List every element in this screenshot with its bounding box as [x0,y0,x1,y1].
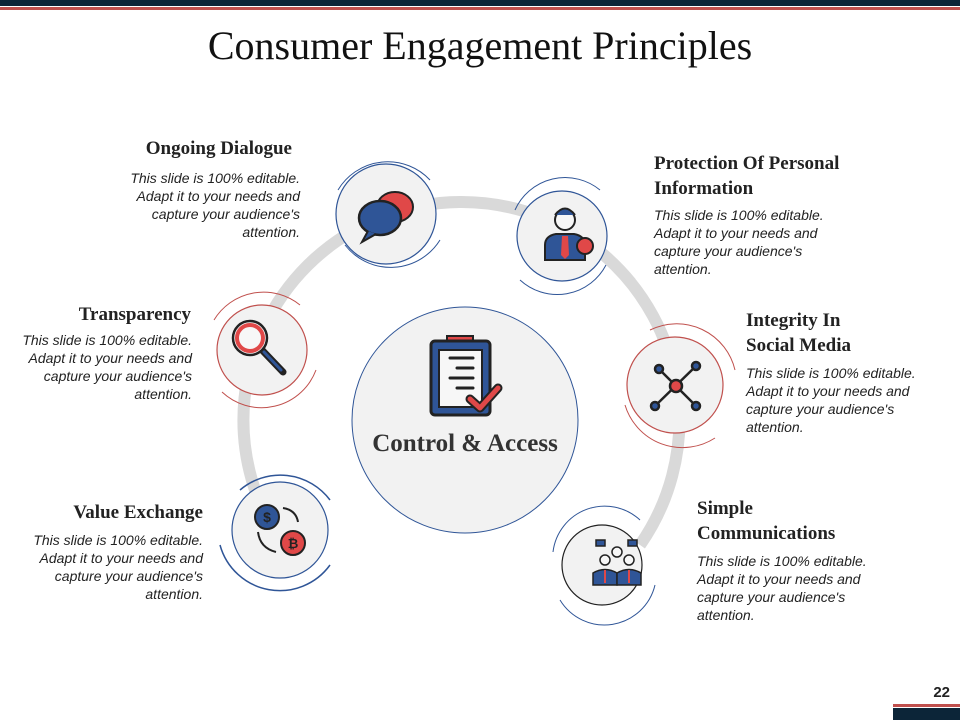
node-transparency [213,291,317,409]
desc-ongoing-dialogue: This slide is 100% editable. Adapt it to… [130,170,300,240]
center-circle [351,306,579,534]
top-bar [0,0,960,6]
svg-text:₿: ₿ [288,536,299,551]
heading-transparency: Transparency [78,304,191,325]
network-icon [649,360,702,412]
desc-simple-communications: This slide is 100% editable. Adapt it to… [697,553,867,623]
node-integrity [624,323,736,449]
bottom-accent-line [893,704,960,707]
desc-value-exchange: This slide is 100% editable. Adapt it to… [33,532,203,602]
heading-simple-communications: Simple Communications [697,498,836,544]
desc-integrity: This slide is 100% editable. Adapt it to… [746,365,916,435]
heading-ongoing-dialogue: Ongoing Dialogue [145,138,292,159]
center-label: Control & Access [372,430,558,457]
bottom-bar [893,708,960,720]
node-value-exchange: $ ₿ [219,474,331,592]
node-ongoing-dialogue [335,161,441,268]
node-protection [514,177,608,296]
slide-title: Consumer Engagement Principles [207,23,753,68]
svg-text:$: $ [263,509,271,525]
magnifier-icon [231,319,287,376]
heading-protection: Protection Of Personal Information [654,153,840,199]
top-accent-line [0,7,960,10]
person-info-icon [544,207,594,261]
speech-bubbles-icon [357,191,414,245]
heading-value-exchange: Value Exchange [73,502,203,523]
team-chat-icon [592,539,642,586]
heading-integrity: Integrity In Social Media [746,310,852,356]
desc-transparency: This slide is 100% editable. Adapt it to… [22,332,192,402]
currency-exchange-icon: $ ₿ [254,504,306,556]
node-simple-communications [552,505,656,626]
page-number: 22 [933,684,950,701]
desc-protection: This slide is 100% editable. Adapt it to… [654,207,824,277]
clipboard-check-icon [429,335,503,417]
